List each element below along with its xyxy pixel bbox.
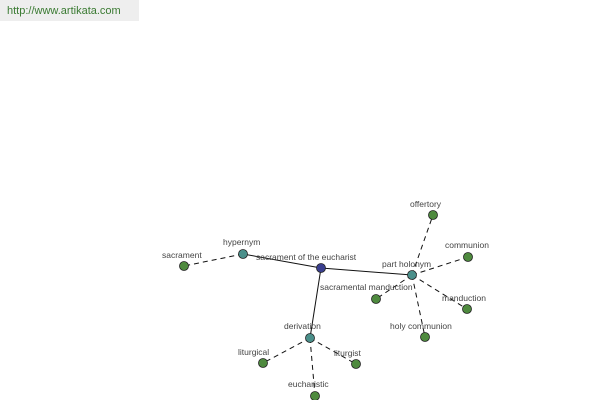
edge-center-part-holonym: [320, 267, 413, 276]
leaf-label-liturgist: liturgist: [334, 348, 362, 358]
leaf-node-sacrament[interactable]: [179, 261, 189, 271]
edge-hypernym-sacrament: [183, 253, 244, 267]
leaf-label-eucharistic: eucharistic: [288, 379, 329, 389]
edge-part-holonym-offertory: [411, 214, 434, 276]
leaf-node-offertory[interactable]: [428, 210, 438, 220]
edge-part-holonym-sacramental-manduction: [375, 274, 413, 300]
leaf-label-sacrament: sacrament: [162, 250, 202, 260]
center-node-center[interactable]: [316, 263, 326, 273]
edge-derivation-eucharistic: [309, 337, 316, 397]
relation-node-part-holonym[interactable]: [407, 270, 417, 280]
leaf-label-communion: communion: [445, 240, 489, 250]
relation-node-derivation[interactable]: [305, 333, 315, 343]
relation-node-hypernym[interactable]: [238, 249, 248, 259]
graph-nodes: [179, 210, 473, 400]
graph-labels: sacrament of the eucharist hypernym part h…: [162, 199, 489, 389]
leaf-label-holy-communion: holy communion: [390, 321, 452, 331]
leaf-node-liturgical[interactable]: [258, 358, 268, 368]
relation-label-derivation: derivation: [284, 321, 321, 331]
graph-edges: [183, 214, 469, 397]
leaf-label-manduction: manduction: [442, 293, 486, 303]
leaf-node-sacramental-manduction[interactable]: [371, 294, 381, 304]
relation-label-hypernym: hypernym: [223, 237, 260, 247]
leaf-label-liturgical: liturgical: [238, 347, 269, 357]
center-label-center: sacrament of the eucharist: [256, 252, 357, 262]
leaf-node-communion[interactable]: [463, 252, 473, 262]
leaf-label-sacramental-manduction: sacramental manduction: [320, 282, 413, 292]
leaf-node-holy-communion[interactable]: [420, 332, 430, 342]
edge-center-hypernym: [242, 253, 322, 269]
leaf-label-offertory: offertory: [410, 199, 442, 209]
edge-part-holonym-communion: [411, 256, 469, 276]
leaf-node-manduction[interactable]: [462, 304, 472, 314]
edge-center-derivation: [309, 267, 322, 339]
edge-derivation-liturgical: [262, 337, 311, 364]
leaf-node-liturgist[interactable]: [351, 359, 361, 369]
relation-label-part-holonym: part holonym: [382, 259, 431, 269]
source-link[interactable]: http://www.artikata.com: [0, 0, 139, 21]
edge-part-holonym-manduction: [411, 274, 468, 310]
leaf-node-eucharistic[interactable]: [310, 391, 320, 400]
edge-part-holonym-holy-communion: [411, 274, 426, 338]
